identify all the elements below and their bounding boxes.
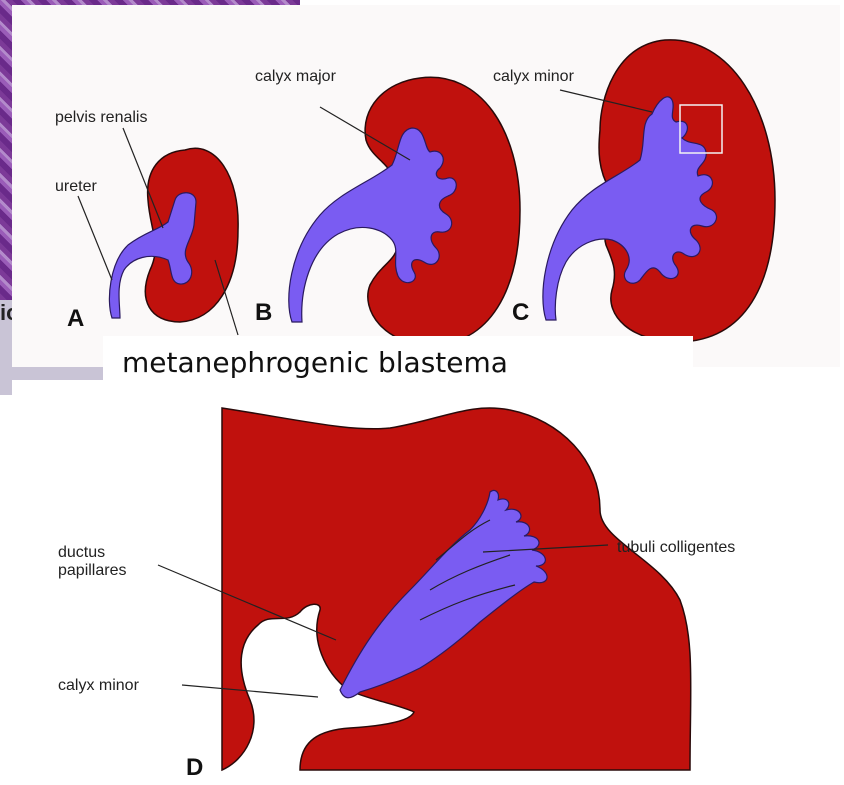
kidney-d — [222, 408, 691, 770]
leader-ureter — [78, 196, 112, 280]
label-papillares: papillares — [58, 562, 126, 579]
kidney-b — [289, 77, 520, 345]
panel-letter-a: A — [67, 305, 84, 332]
panel-letter-c: C — [512, 299, 529, 326]
leader-calyx-minor-bottom — [182, 685, 318, 697]
kidney-a — [109, 148, 238, 322]
label-tubuli-colligentes: tubuli colligentes — [617, 539, 735, 556]
label-calyx-minor-top: calyx minor — [493, 68, 575, 85]
panel-letter-d: D — [186, 754, 203, 781]
label-ureter: ureter — [55, 178, 97, 195]
panel-letter-b: B — [255, 299, 272, 326]
label-pelvis-renalis: pelvis renalis — [55, 109, 147, 126]
label-calyx-major: calyx major — [255, 68, 337, 85]
kidney-c — [543, 40, 775, 342]
label-calyx-minor-bottom: calyx minor — [58, 677, 140, 694]
label-ductus: ductus — [58, 544, 105, 561]
caption-metanephrogenic-blastema: metanephrogenic blastema — [122, 346, 508, 379]
